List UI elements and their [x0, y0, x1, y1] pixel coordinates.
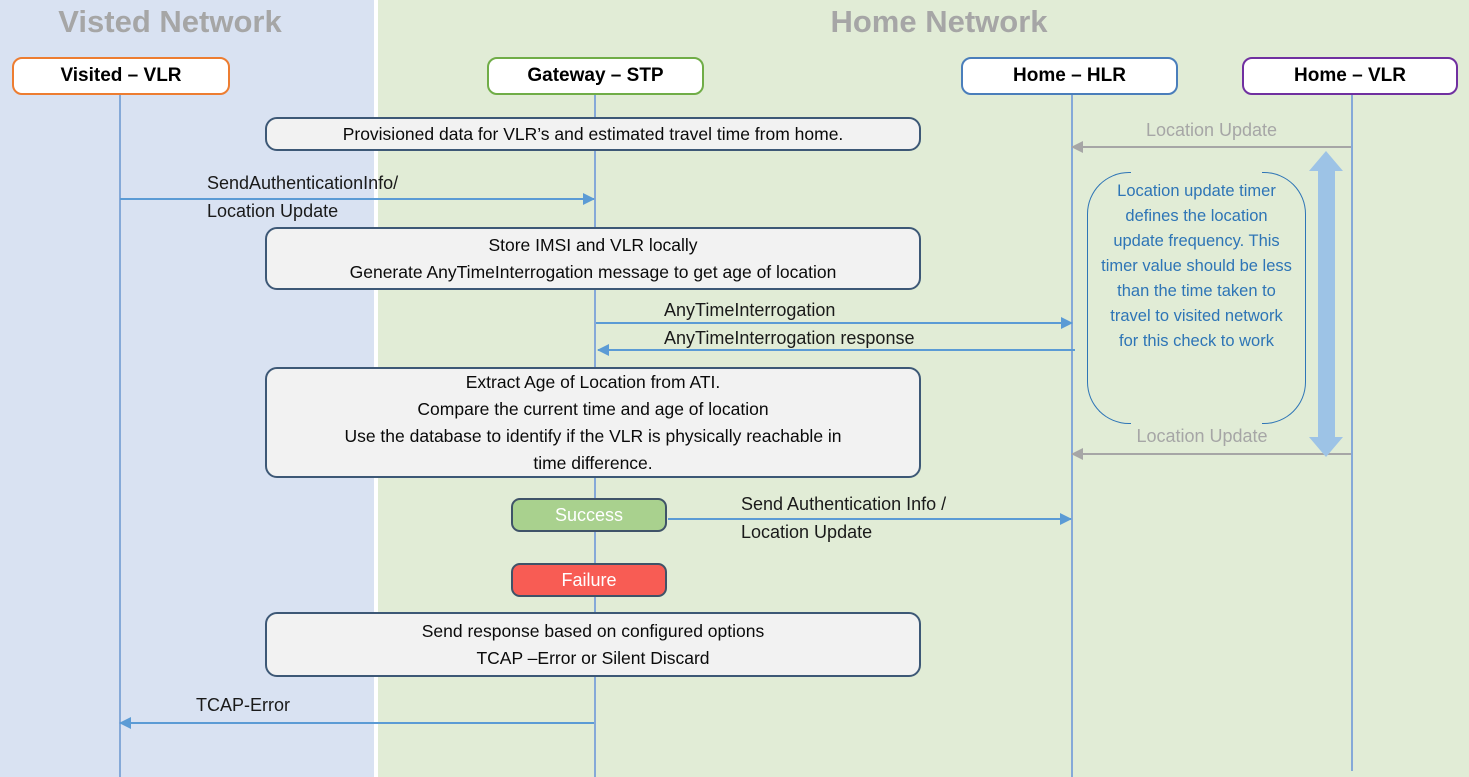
entity-home-hlr: Home – HLR [961, 57, 1178, 95]
note-line: TCAP –Error or Silent Discard [476, 647, 710, 668]
note-provisioned-data: Provisioned data for VLR’s and estimated… [265, 117, 921, 151]
note-line: Generate AnyTimeInterrogation message to… [349, 261, 837, 282]
arrow-send-authentication-info [120, 193, 595, 205]
entity-gateway-stp: Gateway – STP [487, 57, 704, 95]
note-line: Store IMSI and VLR locally [488, 234, 698, 255]
note-line: Provisioned data for VLR’s and estimated… [342, 123, 844, 144]
label-send-authentication-info-2-line1: Send Authentication Info / [741, 494, 947, 514]
arrowhead-left-icon [1071, 141, 1083, 153]
arrow-tcap-error [119, 717, 594, 729]
location-update-timer-callout: Location update timer defines the locati… [1087, 172, 1306, 424]
home-network-title: Home Network [830, 4, 1048, 39]
arrowhead-left-icon [597, 344, 609, 356]
entity-visited-vlr: Visited – VLR [12, 57, 230, 95]
arrow-anytime-interrogation [596, 317, 1073, 329]
note-extract-age: Extract Age of Location from ATI. Compar… [265, 367, 921, 478]
note-line: Compare the current time and age of loca… [417, 398, 769, 419]
visited-network-title: Visted Network [58, 4, 282, 39]
note-line: Use the database to identify if the VLR … [344, 425, 842, 446]
note-line: time difference. [533, 452, 653, 473]
label-send-authentication-info-line2: Location Update [207, 201, 339, 221]
arrowhead-left-icon [1071, 448, 1083, 460]
success-badge: Success [511, 498, 667, 532]
timer-arrowhead-down-icon [1309, 437, 1343, 457]
timer-double-arrow-icon [1318, 169, 1335, 439]
timer-arrowhead-up-icon [1309, 151, 1343, 171]
note-line: Extract Age of Location from ATI. [465, 371, 721, 392]
arrowhead-right-icon [583, 193, 595, 205]
label-location-update-top: Location Update [1145, 120, 1278, 140]
note-store-imsi: Store IMSI and VLR locally Generate AnyT… [265, 227, 921, 290]
arrow-send-authentication-info-2 [668, 513, 1072, 525]
label-anytime-interrogation-response: AnyTimeInterrogation response [664, 328, 915, 348]
home-vlr-lifeline [1351, 95, 1353, 771]
note-send-response: Send response based on configured option… [265, 612, 921, 677]
label-tcap-error: TCAP-Error [196, 695, 290, 715]
arrow-anytime-interrogation-response [597, 344, 1075, 356]
note-line: Send response based on configured option… [421, 620, 765, 641]
entity-home-vlr: Home – VLR [1242, 57, 1458, 95]
home-hlr-lifeline [1071, 95, 1073, 777]
arrow-location-update-bottom [1071, 448, 1351, 460]
label-send-authentication-info-line1: SendAuthenticationInfo/ [207, 173, 399, 193]
arrow-location-update-top [1071, 141, 1351, 153]
arrowhead-right-icon [1061, 317, 1073, 329]
visited-vlr-lifeline [119, 95, 121, 777]
arrowhead-left-icon [119, 717, 131, 729]
callout-text: Location update timer defines the locati… [1101, 182, 1292, 350]
arrowhead-right-icon [1060, 513, 1072, 525]
failure-badge: Failure [511, 563, 667, 597]
label-send-authentication-info-2-line2: Location Update [741, 522, 873, 542]
label-location-update-bottom: Location Update [1136, 426, 1268, 446]
label-anytime-interrogation: AnyTimeInterrogation [664, 300, 836, 320]
